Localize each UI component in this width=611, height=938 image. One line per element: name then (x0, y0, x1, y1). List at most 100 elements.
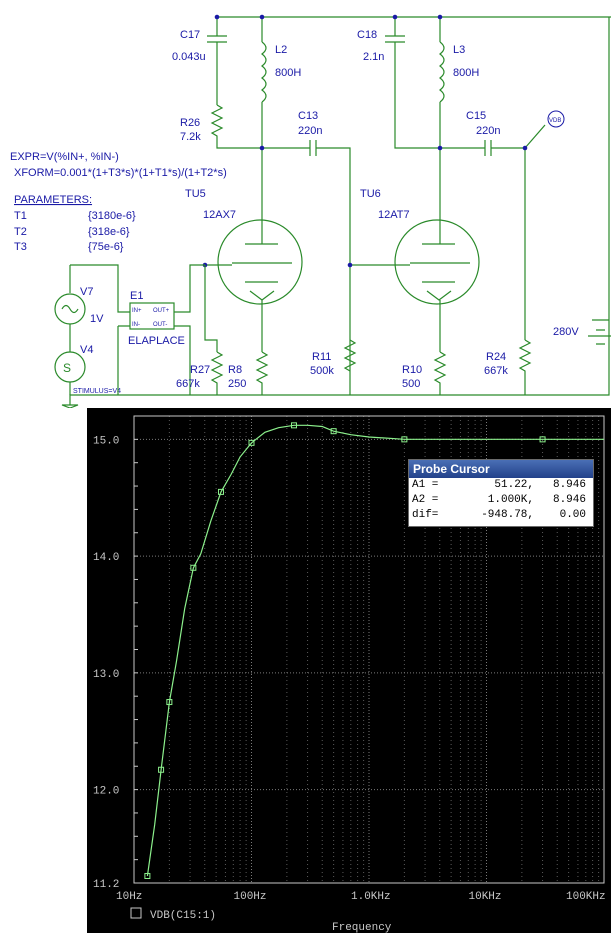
trace-marker (539, 436, 546, 443)
plot-grid (134, 416, 605, 883)
capacitor-c13[interactable] (262, 140, 351, 395)
r26-value: 7.2k (180, 131, 201, 143)
e1-pin-in-plus: IN+ (132, 308, 142, 314)
l3-name: L3 (453, 44, 465, 56)
cursor-row-a1: A1 = 51.22, 8.946 (409, 478, 593, 493)
r11-value: 500k (310, 365, 334, 377)
y-tick-labels: 15.014.013.012.011.2 (93, 435, 119, 891)
trace-marker (248, 439, 255, 446)
trace-marker (330, 428, 337, 435)
node-dot (214, 14, 220, 20)
probe-cursor-panel[interactable]: Probe Cursor A1 = 51.22, 8.946 A2 = 1.00… (408, 459, 594, 527)
legend-trace-label: VDB(C15:1) (150, 910, 216, 922)
inductor-l3[interactable] (439, 17, 445, 222)
l2-value: 800H (275, 67, 301, 79)
c15-name: C15 (466, 110, 486, 122)
tube-tu5[interactable] (205, 219, 303, 340)
y-tick-label: 13.0 (93, 669, 119, 681)
y-tick-label: 15.0 (93, 435, 119, 447)
stimulus-text: STIMULUS=V4 (73, 388, 121, 395)
capacitor-c18[interactable] (385, 17, 440, 149)
cursor-row-dif: dif= -948.78, 0.00 (409, 508, 593, 523)
v4-name: V4 (80, 344, 93, 356)
parameters-title: PARAMETERS: (14, 194, 92, 206)
l3-value: 800H (453, 67, 479, 79)
right-supply-wire (69, 17, 610, 405)
x-tick-label: 1.0KHz (351, 891, 391, 903)
voltage-source-v4[interactable]: S (54, 351, 86, 395)
capacitor-c17[interactable] (207, 17, 227, 105)
y-tick-label: 11.2 (93, 879, 119, 891)
y-tick-label: 14.0 (93, 552, 119, 564)
e1-pin-in-minus: IN- (132, 322, 140, 328)
capacitor-c15[interactable] (440, 124, 546, 340)
r27-value: 667k (176, 378, 200, 390)
cursor-row-a2: A2 = 1.000K, 8.946 (409, 493, 593, 508)
expr-text: EXPR=V(%IN+, %IN-) (10, 151, 119, 163)
node-dot (392, 14, 398, 20)
probe-vdb-label: VDB (549, 118, 561, 124)
param-t2-name: T2 (14, 226, 27, 238)
node-dot (347, 262, 353, 268)
cursor-dif-x: -948.78, (481, 509, 534, 521)
plot-frame (133, 415, 605, 884)
c13-value: 220n (298, 125, 322, 137)
resistor-r8[interactable] (255, 340, 269, 395)
r10-name: R10 (402, 364, 422, 376)
cursor-a1-x: 51.22, (494, 479, 534, 491)
resistor-r10[interactable] (433, 340, 447, 395)
resistor-r26[interactable] (210, 104, 262, 149)
param-t3-name: T3 (14, 241, 27, 253)
voltage-source-v7[interactable] (54, 264, 130, 352)
c17-name: C17 (180, 29, 200, 41)
node-dot (259, 145, 265, 151)
x-tick-label: 100KHz (566, 891, 606, 903)
param-t1-value: {3180e-6} (88, 210, 136, 222)
e1-label: ELAPLACE (128, 335, 185, 347)
schematic-canvas[interactable]: C17 0.043u R26 7.2k L2 800H C13 220n C18… (0, 0, 611, 408)
trace-marker (291, 422, 298, 429)
x-tick-label: 100Hz (234, 891, 267, 903)
node-dot (437, 14, 443, 20)
r10-value: 500 (402, 378, 420, 390)
tube-tu6[interactable] (350, 219, 480, 340)
r24-name: R24 (486, 351, 506, 363)
trace-marker (217, 488, 224, 495)
trace-vdb[interactable] (144, 422, 604, 879)
trace-marker (190, 564, 197, 571)
v4-symbol: S (63, 361, 71, 375)
legend-marker-icon (130, 907, 142, 919)
cursor-a2-y: 8.946 (552, 494, 586, 506)
legend[interactable]: VDB(C15:1) (130, 907, 216, 922)
cursor-dif-y: 0.00 (559, 509, 586, 521)
trace-line[interactable] (146, 424, 604, 877)
resistor-r27[interactable] (204, 265, 224, 395)
probe-cursor-title[interactable]: Probe Cursor (409, 460, 593, 478)
resistor-r11[interactable] (343, 339, 357, 372)
cursor-a2-label: A2 = (412, 494, 439, 506)
tu6-value: 12AT7 (378, 209, 410, 221)
cursor-a2-x: 1.000K, (487, 494, 534, 506)
tu5-value: 12AX7 (203, 209, 236, 221)
xform-text: XFORM=0.001*(1+T3*s)*(1+T1*s)/(1+T2*s) (14, 167, 227, 179)
elaplace-e1[interactable] (117, 264, 205, 395)
c15-value: 220n (476, 125, 500, 137)
x-tick-label: 10Hz (116, 891, 142, 903)
e1-pin-out-minus: OUT- (153, 322, 167, 328)
r26-name: R26 (180, 117, 200, 129)
probe-vdb-marker[interactable]: VDB (547, 110, 565, 128)
param-t1-name: T1 (14, 210, 27, 222)
x-tick-labels: 10Hz 100Hz 1.0KHz 10KHz 100KHz (116, 891, 606, 903)
inductor-l2[interactable] (261, 17, 267, 222)
cursor-a1-label: A1 = (412, 479, 439, 491)
x-tick-label: 10KHz (469, 891, 502, 903)
ground-symbol (61, 404, 79, 408)
r8-value: 250 (228, 378, 246, 390)
node-dot (437, 145, 443, 151)
trace-marker (166, 699, 173, 706)
supply-battery[interactable] (588, 319, 611, 345)
resistor-r24[interactable] (518, 339, 532, 395)
trace-marker (158, 766, 165, 773)
x-axis-label: Frequency (332, 922, 392, 933)
